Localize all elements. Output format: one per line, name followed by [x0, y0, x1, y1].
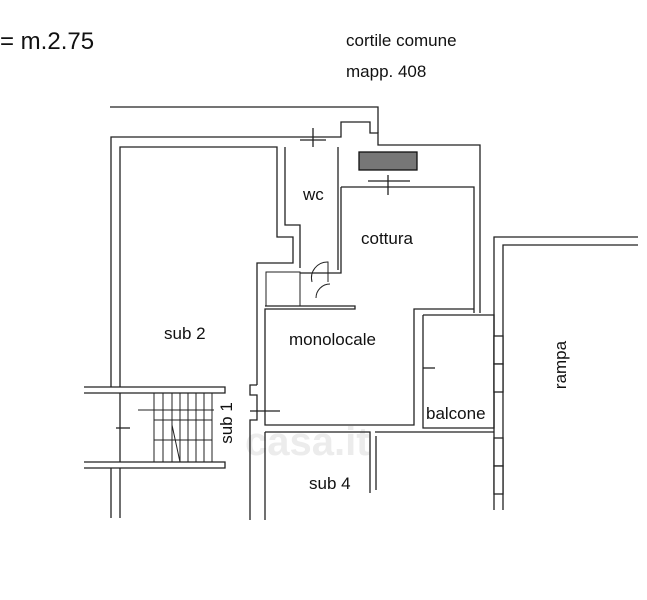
top-boundary-line: [110, 106, 379, 133]
landing-wall: [84, 386, 226, 394]
room-label-sub1: sub 1: [216, 402, 236, 444]
sub2-inner-wall: [119, 146, 294, 387]
room-label-balcone: balcone: [426, 404, 486, 423]
internal-stairs: [265, 271, 301, 307]
flue-hatched: [358, 151, 418, 171]
room-label-cottura: cottura: [361, 229, 413, 248]
monolocale-wall: [264, 305, 474, 426]
window-right-1: [493, 335, 504, 365]
courtyard-label: cortile comune: [346, 31, 457, 50]
door-swing: [311, 261, 329, 283]
area-label-rampa: rampa: [551, 340, 571, 390]
cottura-wall: [341, 186, 475, 313]
wc-wall: [284, 147, 301, 268]
outer-wall: [110, 121, 481, 387]
room-label-monolocale: monolocale: [289, 330, 376, 349]
window-right-2: [493, 437, 504, 467]
room-label-sub2: sub 2: [164, 324, 206, 343]
scale-label: = m.2.75: [0, 28, 95, 55]
parcel-label: mapp. 408: [346, 62, 427, 81]
stair-treads: [138, 393, 214, 463]
rampa-wall: [493, 236, 638, 510]
cottura-left-wall: [300, 187, 342, 274]
room-label-sub4: sub 4: [309, 474, 351, 493]
room-label-wc: wc: [303, 185, 324, 204]
watermark: casa.it: [245, 420, 370, 464]
